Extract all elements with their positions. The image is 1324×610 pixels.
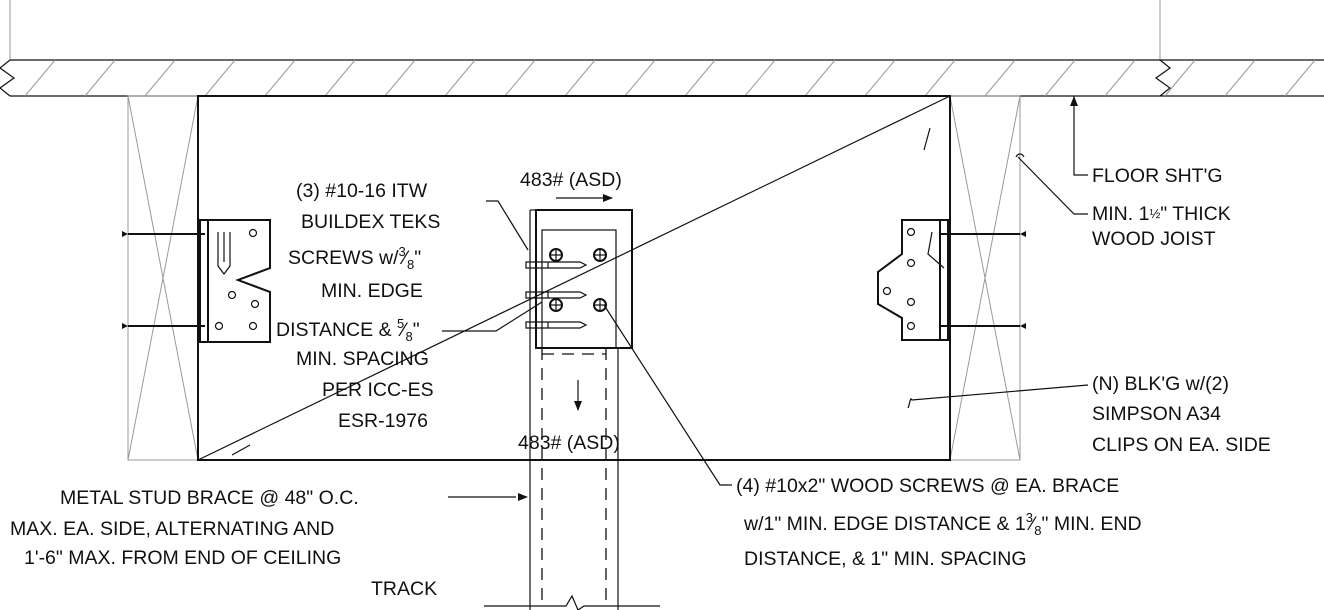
wood-screw <box>593 248 607 262</box>
blocking <box>197 95 951 461</box>
wood-joist-right <box>949 95 1021 461</box>
load-bottom-label: 483# (ASD) <box>518 432 620 454</box>
labels: 483# (ASD) 483# (ASD) FLOOR SHT'G MIN. 1… <box>10 165 1271 600</box>
joist-label-line2: WOOD JOIST <box>1092 228 1216 250</box>
load-top-label: 483# (ASD) <box>520 169 622 191</box>
wood-joist-left <box>127 95 199 461</box>
load-arrows <box>556 194 613 411</box>
joist-label-line1: MIN. 1½" THICK <box>1092 203 1231 225</box>
floor-sheathing <box>0 0 1324 97</box>
a34-clip-left <box>122 219 271 343</box>
teks-screw <box>525 321 588 329</box>
blocking-label-line2: SIMPSON A34 <box>1092 403 1221 425</box>
teks-label-line5: DISTANCE & 5⁄8" <box>276 316 420 344</box>
brace-label-line3: 1'-6" MAX. FROM END OF CEILING <box>24 547 341 569</box>
floor-sheathing-label: FLOOR SHT'G <box>1092 165 1222 187</box>
wood-screw <box>593 298 607 312</box>
blocking-label-line3: CLIPS ON EA. SIDE <box>1092 434 1271 456</box>
leader-lines <box>231 96 1089 501</box>
teks-label-line8: ESR-1976 <box>338 410 428 432</box>
teks-screw <box>525 261 588 269</box>
wood-screws-label-line2: w/1" MIN. EDGE DISTANCE & 13⁄8" MIN. END <box>743 510 1142 538</box>
a34-clip-right <box>877 219 1026 341</box>
brace-label-line1: METAL STUD BRACE @ 48" O.C. <box>60 487 359 509</box>
metal-stud-brace <box>484 348 660 610</box>
teks-label-line6: MIN. SPACING <box>296 348 429 370</box>
brace-label-line2: MAX. EA. SIDE, ALTERNATING AND <box>10 518 334 540</box>
teks-label-line7: PER ICC-ES <box>322 379 434 401</box>
sheathing-hatch <box>24 59 1316 97</box>
wood-screw <box>549 248 563 262</box>
brace-clip-angle <box>525 209 633 349</box>
wood-screws-label-line3: DISTANCE, & 1" MIN. SPACING <box>744 548 1027 570</box>
teks-label-line1: (3) #10-16 ITW <box>296 180 428 202</box>
wood-screw <box>549 298 563 312</box>
wood-screws-label-line1: (4) #10x2" WOOD SCREWS @ EA. BRACE <box>736 475 1119 497</box>
teks-label-line4: MIN. EDGE <box>321 280 423 302</box>
teks-label-line3: SCREWS w/3⁄8" <box>288 244 421 272</box>
brace-label-line4: TRACK <box>371 578 437 600</box>
teks-label-line2: BUILDEX TEKS <box>301 211 440 233</box>
blocking-label-line1: (N) BLK'G w/(2) <box>1092 373 1229 395</box>
teks-screw <box>525 291 588 299</box>
